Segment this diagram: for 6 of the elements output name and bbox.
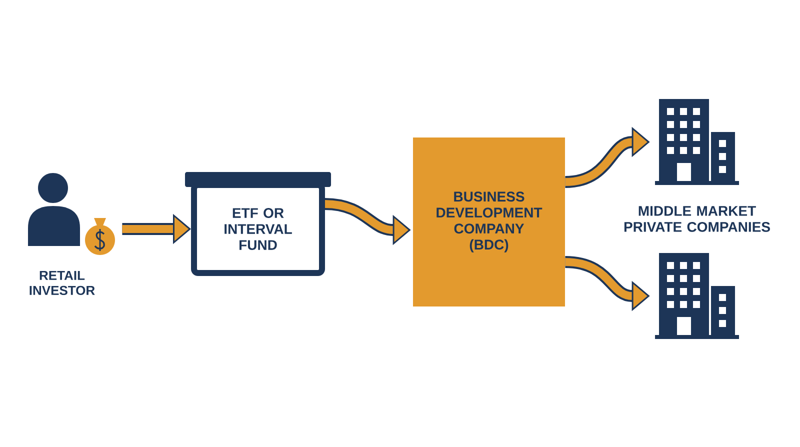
company-box: BUSINESS DEVELOPMENT COMPANY (BDC)	[413, 138, 565, 306]
group-label: MIDDLE MARKET PRIVATE COMPANIES	[624, 206, 770, 232]
retail-investor-label: RETAIL INVESTOR	[30, 270, 95, 296]
building-icon	[655, 253, 739, 339]
fund-box: ETF OR INTERVAL FUND	[185, 172, 331, 276]
building-icon	[655, 99, 739, 185]
